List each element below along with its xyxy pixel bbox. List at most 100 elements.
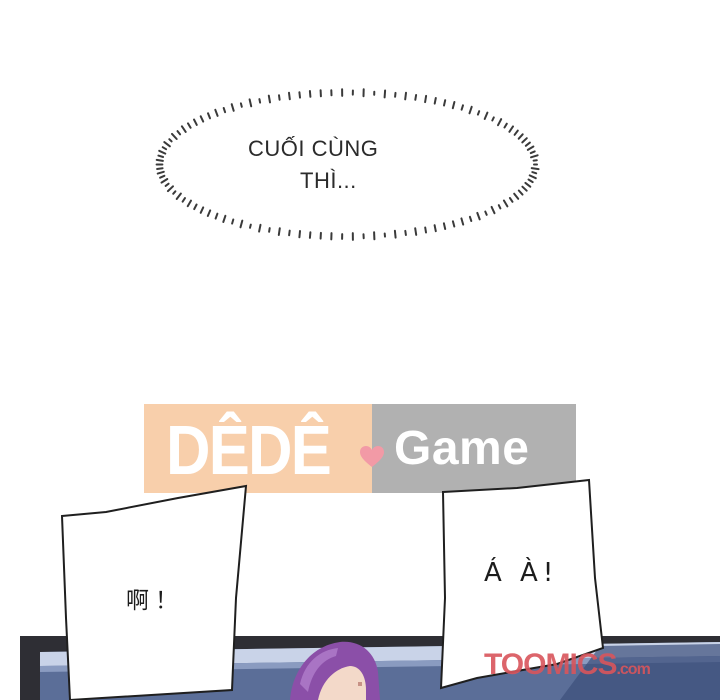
bubble-tick xyxy=(308,90,312,98)
bubble-tick xyxy=(222,214,227,223)
bubble-tick xyxy=(207,112,211,120)
bubble-tick xyxy=(468,215,473,222)
bubble-tick xyxy=(161,146,168,151)
watermark-game-text: Game xyxy=(394,422,530,475)
bubble-tick xyxy=(393,229,397,239)
speech-card-right-text: Á À! xyxy=(484,558,559,588)
bubble-tick xyxy=(424,94,428,104)
brand-logo: TOOMICS.com xyxy=(484,648,651,682)
bubble-tick xyxy=(288,91,291,101)
bubble-tick xyxy=(156,170,165,175)
bubble-tick xyxy=(521,137,528,144)
bubble-tick xyxy=(199,115,205,123)
bubble-tick xyxy=(187,122,192,129)
bubble-tick xyxy=(308,231,312,239)
bubble-tick xyxy=(443,99,447,107)
bubble-tick xyxy=(451,220,456,228)
bubble-tick xyxy=(298,91,301,99)
bubble-tick xyxy=(517,133,524,140)
thought-bubble xyxy=(155,88,540,241)
bubble-tick xyxy=(528,174,537,180)
bubble-tick xyxy=(160,178,169,184)
bubble-tick xyxy=(460,217,465,226)
bubble-tick xyxy=(175,192,182,200)
bubble-tick xyxy=(476,211,481,221)
thought-text: CUỐI CÙNG THÌ... xyxy=(248,133,438,197)
bubble-tick xyxy=(404,91,407,101)
bubble-tick xyxy=(414,94,418,101)
bubble-tick xyxy=(186,199,192,208)
bubble-tick xyxy=(158,149,167,155)
bubble-tick xyxy=(530,154,539,159)
bubble-tick xyxy=(484,210,488,216)
bubble-tick xyxy=(490,205,496,215)
bubble-tick xyxy=(222,107,227,114)
bubble-tick xyxy=(526,145,535,151)
thought-line-1: CUỐI CÙNG xyxy=(248,136,379,161)
bubble-tick xyxy=(502,199,509,208)
bubble-tick xyxy=(159,174,166,179)
bubble-tick xyxy=(404,229,407,236)
bubble-tick xyxy=(267,94,271,104)
bubble-tick xyxy=(524,181,532,188)
watermark-banner: DÊDÊ Game xyxy=(144,404,576,493)
bubble-tick xyxy=(258,223,262,233)
bubble-tick xyxy=(491,116,495,122)
bubble-tick xyxy=(531,171,538,175)
bubble-tick xyxy=(476,110,481,116)
speech-card-right-shape xyxy=(439,478,605,690)
brand-name: TOOMICS xyxy=(484,648,617,681)
speech-card-left-text: 啊！ xyxy=(126,588,184,614)
speech-card-right: Á À! xyxy=(437,478,605,700)
bubble-tick xyxy=(180,125,187,133)
bubble-tick xyxy=(199,206,205,214)
bubble-tick xyxy=(163,141,171,148)
speech-card-left: 啊！ xyxy=(58,478,248,700)
bubble-tick xyxy=(442,222,447,230)
bubble-tick xyxy=(258,98,262,104)
bubble-tick xyxy=(414,227,418,236)
bubble-tick xyxy=(529,150,536,155)
bubble-tick xyxy=(278,94,281,101)
bubble-tick xyxy=(193,118,198,126)
bubble-tick xyxy=(193,203,198,211)
bubble-tick xyxy=(176,130,182,136)
bubble-tick xyxy=(156,167,164,170)
bubble-tick xyxy=(513,192,520,200)
bubble-tick xyxy=(172,190,177,195)
watermark-left-block xyxy=(144,404,372,493)
bubble-tick xyxy=(508,197,514,203)
bubble-tick xyxy=(497,118,503,127)
watermark-logo: DÊDÊ xyxy=(166,411,332,489)
bubble-tick xyxy=(508,125,514,133)
bubble-tick xyxy=(171,132,178,140)
bubble-tick xyxy=(248,98,253,108)
bubble-tick xyxy=(239,102,243,108)
bubble-tick xyxy=(239,219,244,229)
speech-card-left-shape xyxy=(60,484,248,700)
brand-suffix: .com xyxy=(616,661,650,678)
bubble-tick xyxy=(451,101,456,110)
bubble-tick xyxy=(164,182,170,187)
bubble-tick xyxy=(288,229,291,237)
bubble-tick xyxy=(497,204,502,210)
bubble-tick xyxy=(433,97,437,105)
bubble-tick xyxy=(181,197,186,203)
thought-line-2: THÌ... xyxy=(300,168,357,193)
bubble-tick xyxy=(155,158,164,162)
bubble-tick xyxy=(460,104,464,111)
bubble-tick xyxy=(298,230,301,239)
bubble-tick xyxy=(517,189,524,196)
bubble-tick xyxy=(483,111,489,120)
bubble-tick xyxy=(214,108,219,117)
watermark-right-block xyxy=(372,404,576,493)
bubble-tick xyxy=(383,89,387,99)
bubble-tick xyxy=(249,223,252,229)
bubble-tick xyxy=(503,122,508,129)
bubble-tick xyxy=(521,185,528,192)
heart-icon xyxy=(360,446,384,467)
bubble-tick xyxy=(214,212,219,220)
bubble-tick xyxy=(166,185,174,193)
bubble-tick xyxy=(530,167,540,171)
